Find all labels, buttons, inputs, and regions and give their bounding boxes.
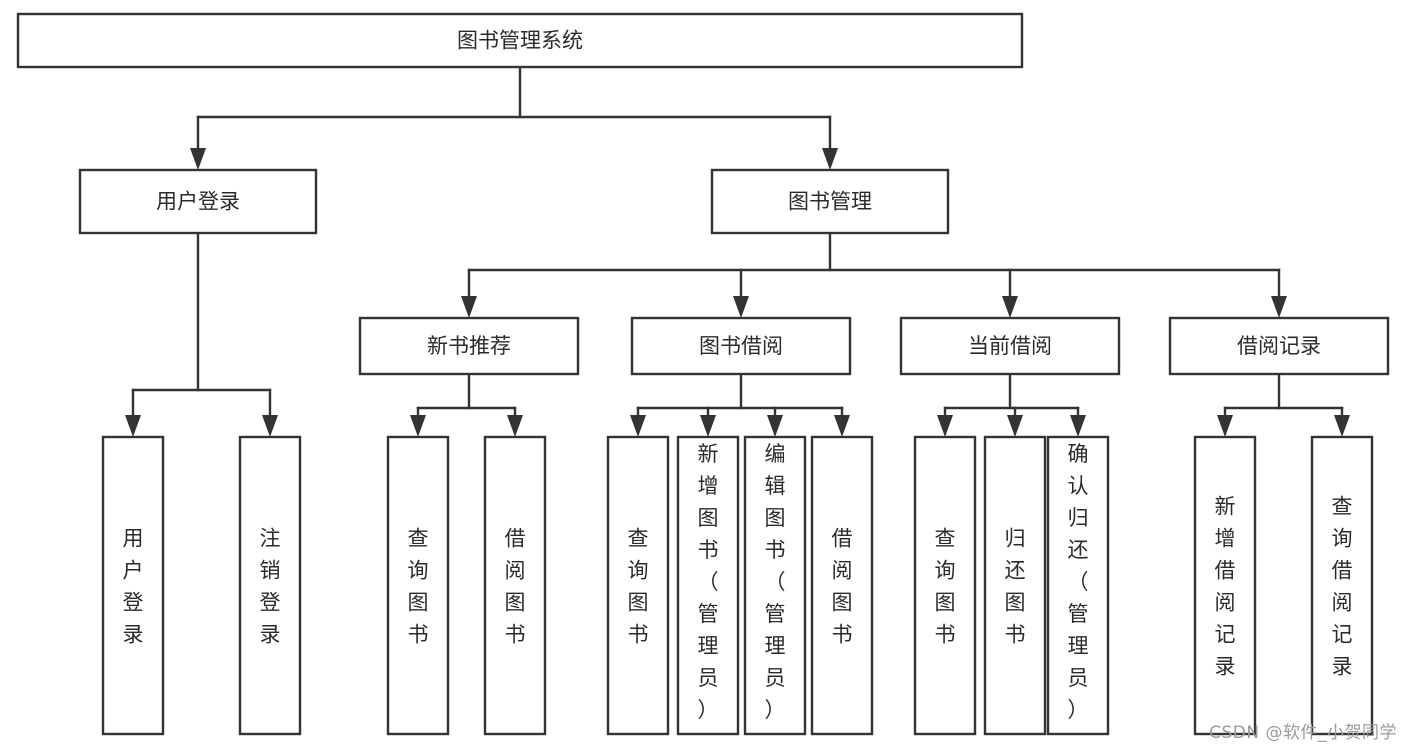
node-leaf-edit-book-admin-box bbox=[743, 435, 807, 736]
node-leaf-query-borrow-record-box bbox=[1310, 435, 1374, 736]
node-leaf-logout-login[interactable]: 注销登录 bbox=[238, 435, 302, 736]
node-new-book-recommend[interactable]: 新书推荐 bbox=[358, 316, 580, 376]
node-leaf-query-book-2-label: 查询图书 bbox=[628, 527, 649, 647]
new-book-recommend-to-leaves-arrow-1 bbox=[507, 415, 523, 437]
node-new-book-recommend-box bbox=[358, 316, 580, 376]
node-book-borrow-label: 图书借阅 bbox=[699, 334, 783, 358]
node-leaf-add-borrow-record-box bbox=[1193, 435, 1257, 736]
node-leaf-query-borrow-record-label: 查询借阅记录 bbox=[1332, 495, 1353, 679]
root-to-level2-arrow-0 bbox=[190, 148, 206, 170]
node-leaf-query-book-3-label: 查询图书 bbox=[935, 527, 956, 647]
node-leaf-add-book-admin[interactable]: 新增图书（管理员） bbox=[676, 435, 740, 736]
book-management-to-level3-arrow-3 bbox=[1271, 296, 1287, 318]
book-borrow-to-leaves-arrow-2 bbox=[767, 415, 783, 437]
node-leaf-confirm-return-admin-box bbox=[1046, 435, 1110, 736]
node-current-borrow-box bbox=[899, 316, 1121, 376]
book-borrow-to-leaves-arrow-3 bbox=[834, 415, 850, 437]
node-user-login-box bbox=[78, 168, 318, 235]
node-current-borrow[interactable]: 当前借阅 bbox=[899, 316, 1121, 376]
node-leaf-borrow-book-2-label: 借阅图书 bbox=[832, 527, 853, 647]
node-leaf-return-book[interactable]: 归还图书 bbox=[983, 435, 1047, 736]
node-leaf-borrow-book-2-box bbox=[810, 435, 874, 736]
node-leaf-borrow-book-1[interactable]: 借阅图书 bbox=[483, 435, 547, 736]
node-leaf-add-book-admin-label: 新增图书（管理员） bbox=[698, 442, 719, 722]
node-leaf-query-book-1-box bbox=[386, 435, 450, 736]
node-leaf-borrow-book-1-box bbox=[483, 435, 547, 736]
node-leaf-borrow-book-1-label: 借阅图书 bbox=[505, 527, 526, 647]
node-leaf-query-book-3[interactable]: 查询图书 bbox=[913, 435, 977, 736]
node-leaf-add-borrow-record-label: 新增借阅记录 bbox=[1215, 495, 1236, 679]
node-leaf-user-login[interactable]: 用户登录 bbox=[101, 435, 165, 736]
node-leaf-query-book-1-label: 查询图书 bbox=[408, 527, 429, 647]
node-leaf-confirm-return-admin[interactable]: 确认归还（管理员） bbox=[1046, 435, 1110, 736]
node-book-borrow-box bbox=[630, 316, 852, 376]
node-leaf-logout-login-box bbox=[238, 435, 302, 736]
book-management-to-level3-arrow-0 bbox=[461, 296, 477, 318]
node-leaf-query-book-1[interactable]: 查询图书 bbox=[386, 435, 450, 736]
watermark-text: CSDN @软件_小贺同学 bbox=[1209, 723, 1397, 743]
node-borrow-record-box bbox=[1168, 316, 1390, 376]
node-leaf-user-login-box bbox=[101, 435, 165, 736]
node-leaf-add-borrow-record[interactable]: 新增借阅记录 bbox=[1193, 435, 1257, 736]
node-leaf-query-book-2[interactable]: 查询图书 bbox=[606, 435, 670, 736]
user-login-to-leaves-arrow-0 bbox=[125, 415, 141, 437]
node-user-login[interactable]: 用户登录 bbox=[78, 168, 318, 235]
node-current-borrow-label: 当前借阅 bbox=[968, 334, 1052, 358]
user-login-to-leaves-arrow-1 bbox=[262, 415, 278, 437]
node-borrow-record[interactable]: 借阅记录 bbox=[1168, 316, 1390, 376]
node-leaf-return-book-box bbox=[983, 435, 1047, 736]
borrow-record-to-leaves-arrow-1 bbox=[1334, 415, 1350, 437]
node-book-borrow[interactable]: 图书借阅 bbox=[630, 316, 852, 376]
node-root[interactable]: 图书管理系统 bbox=[16, 12, 1024, 69]
node-leaf-add-book-admin-box bbox=[676, 435, 740, 736]
book-borrow-to-leaves-arrow-1 bbox=[700, 415, 716, 437]
node-leaf-confirm-return-admin-label: 确认归还（管理员） bbox=[1068, 442, 1089, 722]
node-leaf-edit-book-admin-label: 编辑图书（管理员） bbox=[765, 442, 786, 722]
node-book-management-label: 图书管理 bbox=[788, 190, 872, 214]
current-borrow-to-leaves-arrow-0 bbox=[937, 415, 953, 437]
node-leaf-borrow-book-2[interactable]: 借阅图书 bbox=[810, 435, 874, 736]
node-leaf-edit-book-admin[interactable]: 编辑图书（管理员） bbox=[743, 435, 807, 736]
node-borrow-record-label: 借阅记录 bbox=[1237, 334, 1321, 358]
book-management-to-level3-arrow-2 bbox=[1002, 296, 1018, 318]
node-user-login-label: 用户登录 bbox=[156, 190, 240, 214]
node-leaf-query-book-3-box bbox=[913, 435, 977, 736]
root-to-level2-arrow-1 bbox=[822, 148, 838, 170]
node-leaf-query-book-2-box bbox=[606, 435, 670, 736]
new-book-recommend-to-leaves-arrow-0 bbox=[410, 415, 426, 437]
current-borrow-to-leaves-arrow-2 bbox=[1070, 415, 1086, 437]
node-book-management-box bbox=[710, 168, 950, 235]
current-borrow-to-leaves-arrow-1 bbox=[1007, 415, 1023, 437]
node-leaf-return-book-label: 归还图书 bbox=[1005, 527, 1026, 647]
node-leaf-logout-login-label: 注销登录 bbox=[260, 527, 281, 647]
book-management-to-level3-arrow-1 bbox=[733, 296, 749, 318]
node-root-box bbox=[16, 12, 1024, 69]
borrow-record-to-leaves-arrow-0 bbox=[1217, 415, 1233, 437]
node-new-book-recommend-label: 新书推荐 bbox=[427, 334, 511, 358]
node-leaf-user-login-label: 用户登录 bbox=[123, 527, 144, 647]
node-leaf-query-borrow-record[interactable]: 查询借阅记录 bbox=[1310, 435, 1374, 736]
node-book-management[interactable]: 图书管理 bbox=[710, 168, 950, 235]
node-root-label: 图书管理系统 bbox=[457, 29, 583, 53]
book-borrow-to-leaves-arrow-0 bbox=[630, 415, 646, 437]
